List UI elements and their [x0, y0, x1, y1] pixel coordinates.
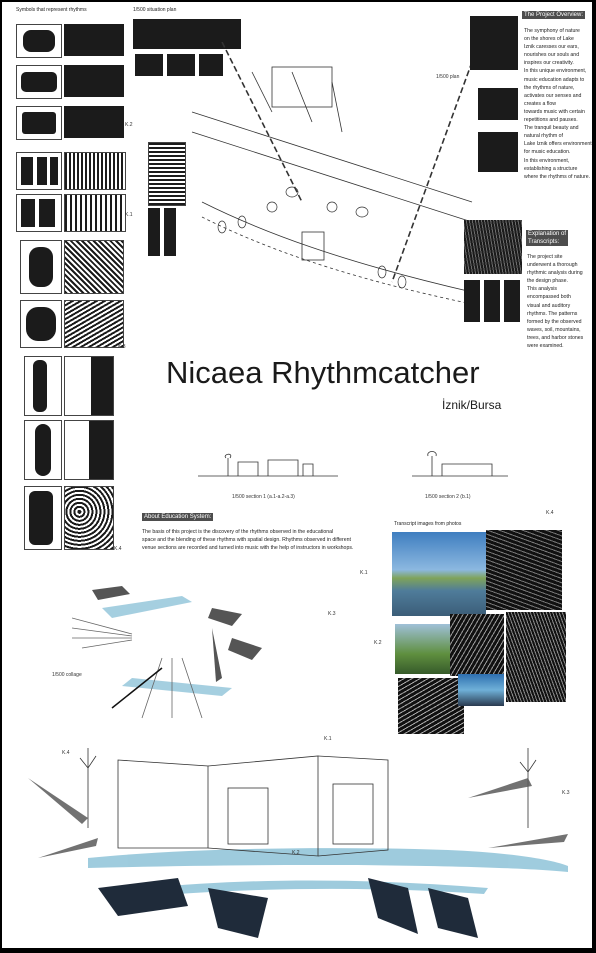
symbol-shape — [24, 356, 62, 416]
plan-linework — [191, 42, 473, 305]
perspective-label: K.2 — [292, 850, 300, 856]
situation-plan-title: 1/500 situation plan — [133, 7, 177, 13]
symbol-shape — [20, 240, 62, 294]
transcript-bar — [464, 280, 480, 322]
symbol-shape — [24, 420, 62, 480]
plan-scale-label: 1/500 plan — [436, 74, 460, 80]
photo-label: K.2 — [374, 640, 382, 646]
overview-title: The Project Overview: — [522, 11, 586, 19]
perspective-label: K.3 — [562, 790, 570, 796]
symbol-texture — [64, 300, 124, 348]
photos-title: Transcript images from photos — [394, 521, 462, 527]
photo-lake — [392, 532, 486, 616]
symbol-texture — [64, 24, 124, 56]
photo-transcript — [450, 614, 504, 676]
symbol-texture — [64, 194, 126, 232]
symbol-texture — [64, 486, 114, 550]
transcript-bar — [484, 280, 500, 322]
symbol-texture — [64, 420, 114, 480]
symbol-shape — [16, 24, 62, 58]
plan-side-bar — [164, 208, 176, 256]
perspective-label: K.4 — [62, 750, 70, 756]
symbol-shape — [16, 152, 62, 190]
project-location: İznik/Bursa — [442, 398, 502, 412]
transcripts-text: The project site underwent a thorough rh… — [527, 254, 584, 350]
symbol-shape — [16, 106, 62, 140]
plan-side-texture — [148, 142, 186, 206]
symbol-shape — [16, 194, 62, 232]
photo-label: K.1 — [360, 570, 368, 576]
photo-transcript — [506, 612, 566, 702]
symbol-shape — [24, 486, 62, 550]
transcript-image — [464, 220, 522, 274]
project-title: Nicaea Rhythmcatcher — [166, 355, 480, 390]
overview-text: The symphony of nature on the shores of … — [524, 28, 592, 180]
section-2-label: 1/500 section 2 (b.1) — [425, 494, 471, 500]
collage-label: 1/500 collage — [52, 672, 82, 678]
perspective-drawing — [28, 748, 568, 938]
plan-thumb — [135, 54, 163, 76]
overview-image — [478, 132, 518, 172]
collage-drawing — [72, 586, 262, 719]
photo-shore — [395, 624, 451, 674]
plan-thumb — [167, 54, 195, 76]
section-2-drawing — [412, 451, 508, 477]
photo-transcript — [486, 530, 562, 610]
symbol-label: K.4 — [114, 546, 122, 552]
photo-transcript — [398, 678, 464, 734]
symbols-title: Symbols that represent rhythms — [16, 7, 87, 13]
education-text: The basis of this project is the discove… — [142, 529, 354, 551]
education-title: About Education System: — [142, 513, 214, 521]
symbol-label: K.2 — [125, 122, 133, 128]
symbol-texture — [64, 240, 124, 294]
section-1-label: 1/500 section 1 (a.1-a.2-a.3) — [232, 494, 295, 500]
plan-side-bar — [148, 208, 160, 256]
photo-label: K.3 — [328, 611, 336, 617]
transcript-bar — [504, 280, 520, 322]
plan-thumb — [199, 54, 223, 76]
photo-label: K.4 — [546, 510, 554, 516]
overview-image — [470, 16, 518, 70]
symbol-texture — [64, 152, 126, 190]
symbol-texture — [64, 356, 114, 416]
section-1-drawing — [198, 453, 338, 477]
symbol-label: K.1 — [125, 212, 133, 218]
photo-boats — [458, 674, 504, 706]
overview-image — [478, 88, 518, 120]
perspective-label: K.1 — [324, 736, 332, 742]
symbol-shape — [16, 65, 62, 99]
symbol-label: K.3 — [118, 344, 126, 350]
symbol-shape — [20, 300, 62, 348]
symbol-texture — [64, 65, 124, 97]
symbol-texture — [64, 106, 124, 138]
